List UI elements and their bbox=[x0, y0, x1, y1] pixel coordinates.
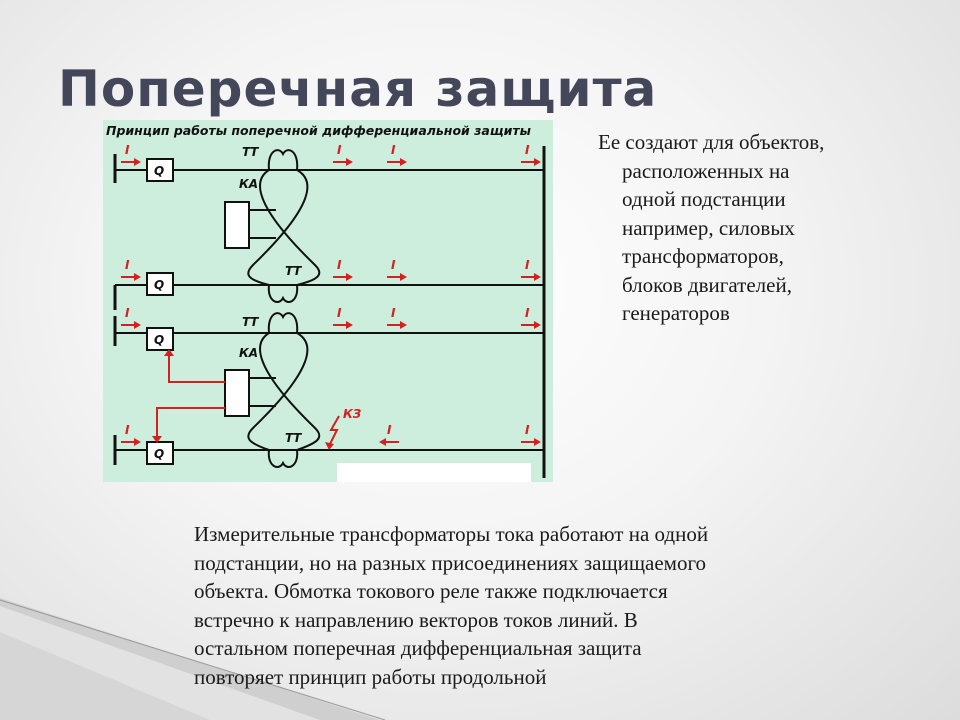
current-arrow: I bbox=[521, 143, 541, 166]
ct-label: ТТ bbox=[285, 431, 302, 445]
slide-title: Поперечная защита bbox=[58, 60, 658, 118]
current-arrow: I bbox=[387, 143, 407, 166]
lower-group: Q Q ТТ КА ТТ КЗ bbox=[113, 312, 544, 468]
relay-ka2 bbox=[224, 369, 250, 417]
breaker-q4 bbox=[146, 441, 174, 465]
side-text-line: например, силовых bbox=[622, 215, 795, 240]
side-text-line: расположенных на bbox=[622, 158, 790, 183]
fault-arrow bbox=[325, 442, 334, 450]
current-label: I bbox=[125, 258, 130, 272]
ct-wire bbox=[259, 169, 321, 286]
current-label: I bbox=[337, 306, 342, 320]
current-label: I bbox=[125, 143, 130, 157]
side-text: Ее создают для объектов, расположенных на… bbox=[598, 128, 898, 328]
body-text-line: встречно к направлению векторов токов ли… bbox=[194, 607, 638, 632]
side-text-line: блоков двигателей, bbox=[622, 272, 792, 297]
current-label: I bbox=[525, 143, 530, 157]
ct-wire bbox=[247, 332, 309, 451]
breaker-q1 bbox=[146, 158, 174, 182]
breaker-q2 bbox=[146, 272, 174, 296]
current-label: I bbox=[337, 258, 342, 272]
current-arrow: I bbox=[379, 423, 399, 446]
current-label: I bbox=[337, 143, 342, 157]
trip-wire-2 bbox=[156, 407, 225, 440]
ct-label: ТТ bbox=[285, 264, 302, 278]
ct-bottom-1 bbox=[267, 284, 299, 303]
ct-wire bbox=[259, 332, 321, 451]
breaker-label: Q bbox=[154, 333, 164, 347]
relay-label: КА bbox=[239, 177, 258, 191]
diagram-panel bbox=[103, 120, 553, 482]
current-label: I bbox=[391, 306, 396, 320]
ct-top-1 bbox=[267, 149, 299, 171]
current-arrow: I bbox=[333, 306, 353, 329]
upper-group: Q Q ТТ КА ТТ bbox=[113, 145, 544, 310]
body-text-line: остальном поперечная дифференциальная за… bbox=[194, 636, 642, 660]
body-text-line: Измерительные трансформаторы тока работа… bbox=[194, 522, 709, 546]
current-label: I bbox=[525, 423, 530, 437]
current-label: I bbox=[525, 258, 530, 272]
breaker-label: Q bbox=[154, 278, 164, 292]
relay-label: КА bbox=[239, 346, 258, 360]
protection-diagram: Принцип работы поперечной дифференциальн… bbox=[103, 120, 553, 482]
current-arrows: I I I I I I I I I I I I I I I bbox=[121, 143, 541, 446]
breaker-q3 bbox=[146, 327, 174, 351]
ct-wire bbox=[247, 169, 309, 286]
ct-label: ТТ bbox=[242, 315, 259, 329]
body-text-line: подстанции, но на разных присоединениях … bbox=[194, 550, 707, 575]
current-label: I bbox=[125, 306, 130, 320]
breaker-label: Q bbox=[154, 447, 164, 461]
body-text-line: повторяет принцип работы продольной bbox=[194, 664, 547, 689]
body-text: Измерительные трансформаторы тока работа… bbox=[194, 520, 874, 691]
current-arrow: I bbox=[121, 423, 141, 446]
current-label: I bbox=[387, 423, 392, 437]
ct-top-2 bbox=[267, 312, 299, 334]
current-arrow: I bbox=[521, 423, 541, 446]
side-text-line: генераторов bbox=[622, 301, 730, 325]
fault-lightning bbox=[328, 415, 340, 447]
current-arrow: I bbox=[521, 306, 541, 329]
current-label: I bbox=[525, 306, 530, 320]
blank-area bbox=[337, 463, 531, 482]
current-arrow: I bbox=[121, 306, 141, 329]
side-text-line: одной подстанции bbox=[622, 187, 786, 211]
current-label: I bbox=[391, 143, 396, 157]
current-arrow: I bbox=[121, 258, 141, 281]
current-arrow: I bbox=[121, 143, 141, 166]
current-arrow: I bbox=[387, 258, 407, 281]
side-text-line: Ее создают для объектов, bbox=[598, 130, 825, 154]
breaker-label: Q bbox=[154, 164, 164, 178]
relay-ka1 bbox=[224, 201, 250, 249]
trip-arrow bbox=[152, 436, 162, 443]
ct-bottom-2 bbox=[267, 449, 299, 468]
diagram-caption: Принцип работы поперечной дифференциальн… bbox=[106, 123, 531, 138]
current-label: I bbox=[391, 258, 396, 272]
ct-label: ТТ bbox=[242, 145, 259, 159]
current-arrow: I bbox=[333, 143, 353, 166]
trip-arrow bbox=[164, 349, 174, 356]
side-text-line: трансформаторов, bbox=[622, 244, 784, 268]
current-label: I bbox=[125, 423, 130, 437]
current-arrow: I bbox=[521, 258, 541, 281]
body-text-line: объекта. Обмотка токового реле также под… bbox=[194, 579, 668, 603]
fault-label: КЗ bbox=[343, 407, 362, 421]
current-arrow: I bbox=[387, 306, 407, 329]
trip-wire-1 bbox=[168, 352, 225, 383]
current-arrow: I bbox=[333, 258, 353, 281]
